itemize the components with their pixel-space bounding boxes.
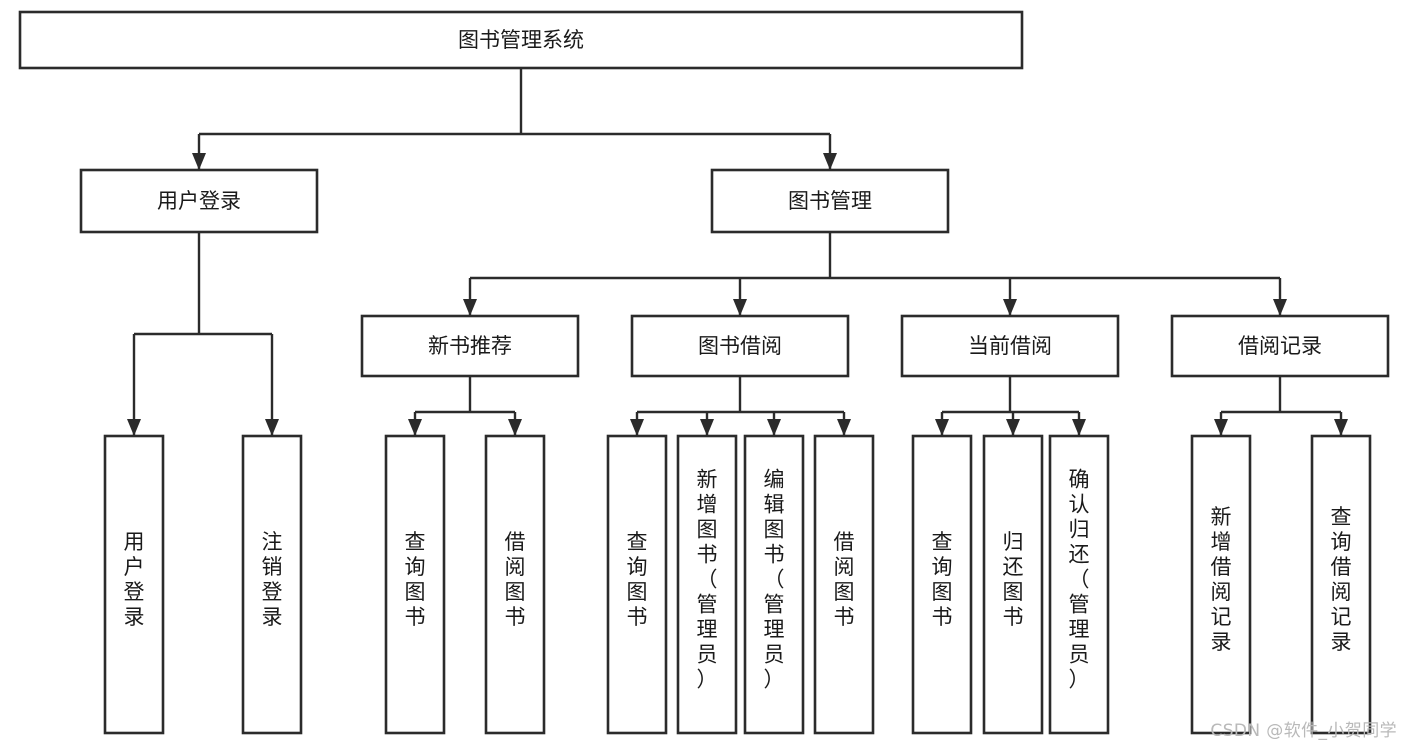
node-leaf-br-add[interactable]: 新增借阅记录 <box>1190 434 1252 735</box>
csdn-watermark: CSDN @软件_小贺同学 <box>1210 721 1397 741</box>
arrow-head-icon <box>630 419 644 436</box>
node-label: 注销登录 <box>262 530 283 629</box>
node-label: 新增图书（管理员） <box>697 468 718 692</box>
node-label: 查询图书 <box>627 530 648 629</box>
node-box <box>900 314 1120 378</box>
node-leaf-bb-edit[interactable]: 编辑图书（管理员） <box>743 434 805 735</box>
node-label: 图书管理系统 <box>458 28 584 52</box>
node-leaf-user-logout[interactable]: 注销登录 <box>241 434 303 735</box>
node-box <box>79 168 319 234</box>
node-box <box>484 434 546 735</box>
arrow-head-icon <box>408 419 422 436</box>
node-label: 图书管理 <box>788 189 872 213</box>
node-label: 新增借阅记录 <box>1211 505 1232 654</box>
node-box <box>710 168 950 234</box>
node-borrow-record[interactable]: 借阅记录 <box>1170 314 1390 378</box>
arrow-head-icon <box>767 419 781 436</box>
node-label: 新书推荐 <box>428 334 512 358</box>
node-label: 借阅记录 <box>1238 334 1322 358</box>
node-box <box>630 314 850 378</box>
node-label: 编辑图书（管理员） <box>764 468 785 692</box>
node-box <box>1048 434 1110 735</box>
node-box <box>606 434 668 735</box>
node-layer: 图书管理系统用户登录图书管理新书推荐图书借阅当前借阅借阅记录用户登录注销登录查询… <box>18 10 1390 735</box>
node-label: 当前借阅 <box>968 334 1052 358</box>
node-box <box>384 434 446 735</box>
node-box <box>676 434 738 735</box>
node-book-manage[interactable]: 图书管理 <box>710 168 950 234</box>
node-label: 查询图书 <box>405 530 426 629</box>
node-leaf-bb-add[interactable]: 新增图书（管理员） <box>676 434 738 735</box>
node-box <box>18 10 1024 70</box>
node-label: 查询借阅记录 <box>1331 505 1352 654</box>
node-leaf-cb-query[interactable]: 查询图书 <box>911 434 973 735</box>
arrow-head-icon <box>463 299 477 316</box>
node-box <box>241 434 303 735</box>
node-label: 借阅图书 <box>505 530 526 629</box>
arrow-head-icon <box>1006 419 1020 436</box>
arrow-head-icon <box>700 419 714 436</box>
arrow-head-icon <box>1334 419 1348 436</box>
node-label: 借阅图书 <box>834 530 855 629</box>
node-box <box>911 434 973 735</box>
node-leaf-rec-query[interactable]: 查询图书 <box>384 434 446 735</box>
node-box <box>1170 314 1390 378</box>
node-label: 图书借阅 <box>698 334 782 358</box>
node-leaf-cb-confirm[interactable]: 确认归还（管理员） <box>1048 434 1110 735</box>
node-leaf-user-login[interactable]: 用户登录 <box>103 434 165 735</box>
node-box <box>982 434 1044 735</box>
node-new-book-rec[interactable]: 新书推荐 <box>360 314 580 378</box>
arrow-head-icon <box>508 419 522 436</box>
node-root[interactable]: 图书管理系统 <box>18 10 1024 70</box>
node-box <box>360 314 580 378</box>
arrow-head-icon <box>1214 419 1228 436</box>
arrow-head-icon <box>935 419 949 436</box>
node-book-borrow[interactable]: 图书借阅 <box>630 314 850 378</box>
connector-layer <box>127 68 1348 436</box>
node-label: 查询图书 <box>932 530 953 629</box>
arrow-head-icon <box>192 153 206 170</box>
arrow-head-icon <box>127 419 141 436</box>
node-box <box>813 434 875 735</box>
node-label: 归还图书 <box>1003 530 1024 629</box>
arrow-head-icon <box>1273 299 1287 316</box>
arrow-head-icon <box>1072 419 1086 436</box>
node-current-borrow[interactable]: 当前借阅 <box>900 314 1120 378</box>
node-leaf-cb-return[interactable]: 归还图书 <box>982 434 1044 735</box>
arrow-head-icon <box>837 419 851 436</box>
node-leaf-bb-query[interactable]: 查询图书 <box>606 434 668 735</box>
arrow-head-icon <box>265 419 279 436</box>
node-label: 用户登录 <box>124 530 145 629</box>
arrow-head-icon <box>823 153 837 170</box>
node-leaf-rec-borrow[interactable]: 借阅图书 <box>484 434 546 735</box>
arrow-head-icon <box>733 299 747 316</box>
node-leaf-br-query[interactable]: 查询借阅记录 <box>1310 434 1372 735</box>
node-box <box>743 434 805 735</box>
node-label: 确认归还（管理员） <box>1069 468 1090 692</box>
arrow-head-icon <box>1003 299 1017 316</box>
node-user-login[interactable]: 用户登录 <box>79 168 319 234</box>
node-box <box>1310 434 1372 735</box>
node-leaf-bb-borrow[interactable]: 借阅图书 <box>813 434 875 735</box>
node-box <box>1190 434 1252 735</box>
node-box <box>103 434 165 735</box>
node-label: 用户登录 <box>157 189 241 213</box>
